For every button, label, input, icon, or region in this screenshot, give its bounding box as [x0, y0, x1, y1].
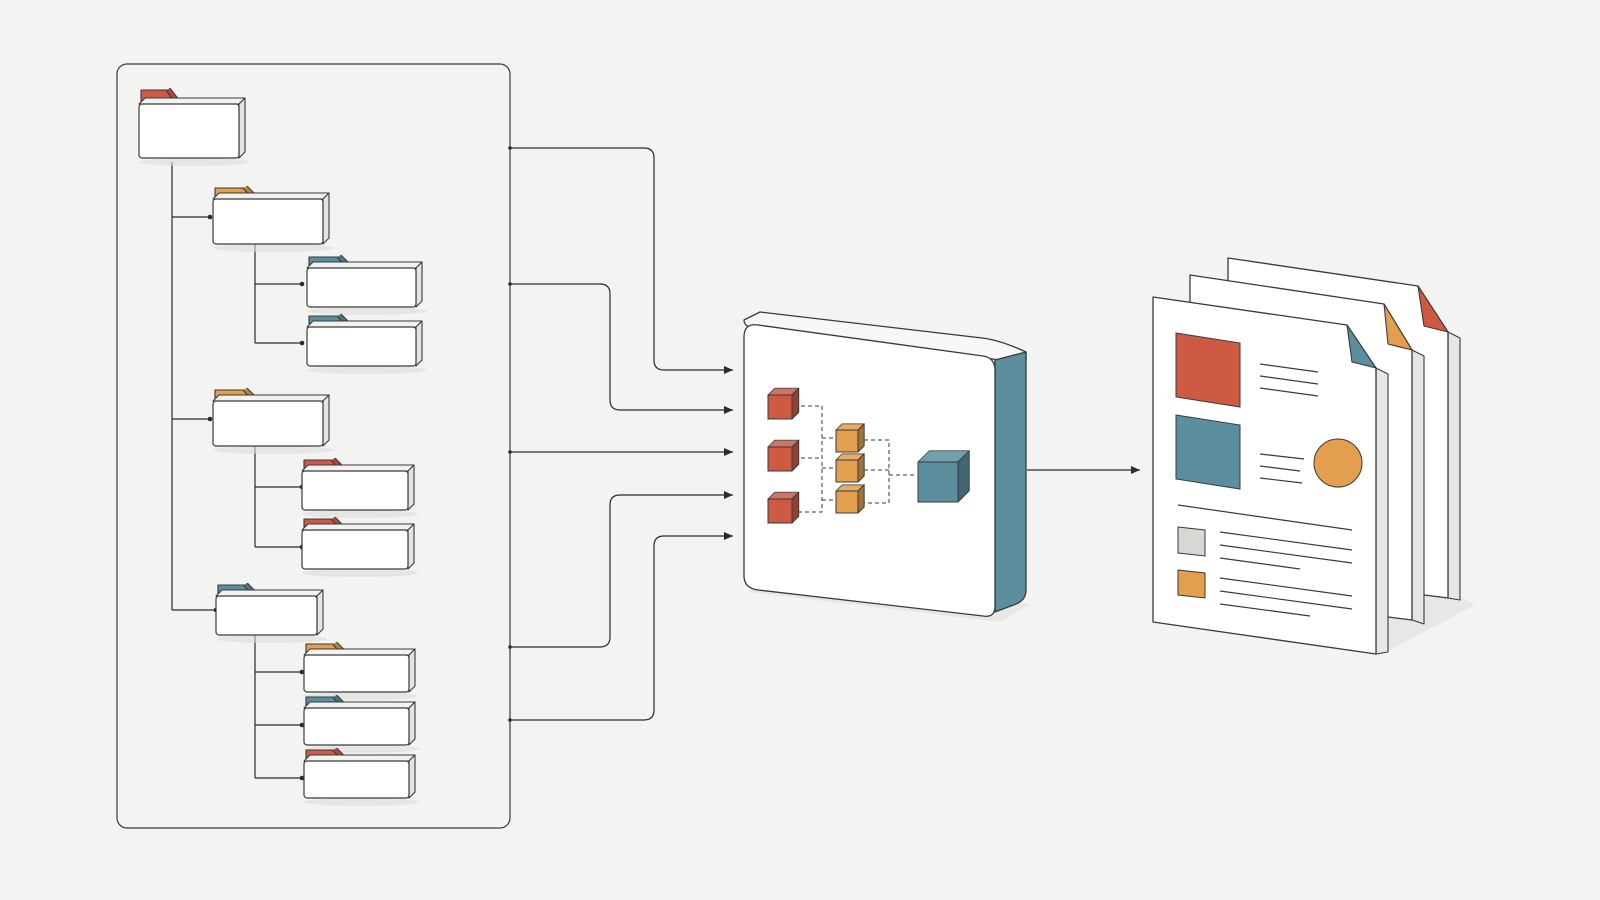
folder-icon [212, 185, 334, 252]
input-cube-icon [767, 387, 800, 420]
document-image-block-1 [1175, 332, 1241, 408]
folder-icon [303, 747, 420, 806]
input-connectors [508, 146, 733, 722]
middle-cube-icon [835, 453, 865, 483]
document-corner-middle [1383, 303, 1413, 351]
middle-cube-icon [835, 423, 865, 453]
folder-icon [215, 582, 328, 643]
folder-icon [303, 694, 420, 753]
input-cube-icon [767, 491, 800, 524]
processor-cubes [767, 387, 970, 524]
folder-icon [306, 313, 427, 374]
processor-box [743, 311, 1030, 622]
document-stack [1152, 257, 1475, 655]
document-corner-back [1417, 285, 1449, 333]
processor-front-face [743, 324, 996, 617]
folder-tree-panel [116, 63, 511, 829]
document-corner-front [1346, 324, 1377, 369]
folder-icon [306, 254, 427, 315]
folder-icon [212, 387, 334, 454]
input-cube-icon [767, 439, 800, 472]
output-cube-icon [917, 450, 970, 503]
tree-connectors [171, 162, 305, 781]
document-image-block-2 [1175, 414, 1241, 490]
folder-icon [138, 87, 249, 166]
folder-icon [301, 457, 419, 518]
document-circle-block [1313, 438, 1363, 488]
document-thumb-block-2 [1177, 569, 1206, 599]
middle-cube-icon [835, 484, 865, 514]
document-thumb-block-1 [1177, 526, 1206, 557]
document-front [1152, 296, 1389, 655]
processor-side-face [994, 351, 1027, 613]
folder-list [138, 87, 427, 806]
folder-icon [301, 516, 419, 577]
folder-icon [303, 641, 420, 700]
